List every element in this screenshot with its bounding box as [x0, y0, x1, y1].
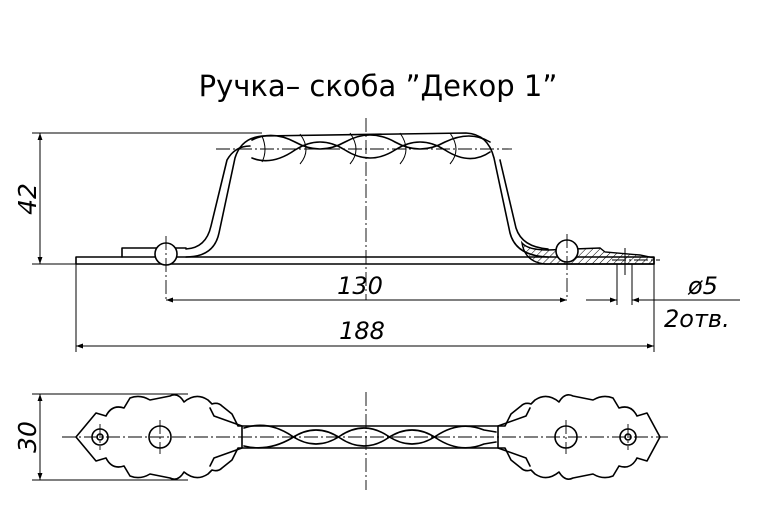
dimension-width: 30 [13, 393, 188, 481]
twisted-bar [251, 134, 491, 150]
twisted-bar-plan [243, 424, 497, 445]
top-view [62, 392, 668, 490]
dimension-hole-spacing: 130 [166, 272, 567, 303]
height-label: 42 [13, 183, 42, 215]
handle-outer-contour [185, 132, 549, 258]
hole-spacing-label: 130 [337, 272, 383, 300]
hatched-section [520, 240, 655, 265]
hole-diameter-label: ø5 [687, 272, 718, 300]
width-label: 30 [13, 421, 42, 453]
dimension-overall-length: 188 [75, 264, 655, 352]
dimension-hole-diameter: ø5 2отв. [586, 264, 740, 333]
handle-inner-contour [185, 145, 251, 250]
side-view [75, 118, 660, 300]
dimension-height: 42 [13, 132, 262, 265]
hole-count-label: 2отв. [664, 305, 730, 333]
overall-length-label: 188 [339, 317, 385, 345]
drawing-title: Ручка– скоба ”Декор 1” [199, 69, 558, 103]
